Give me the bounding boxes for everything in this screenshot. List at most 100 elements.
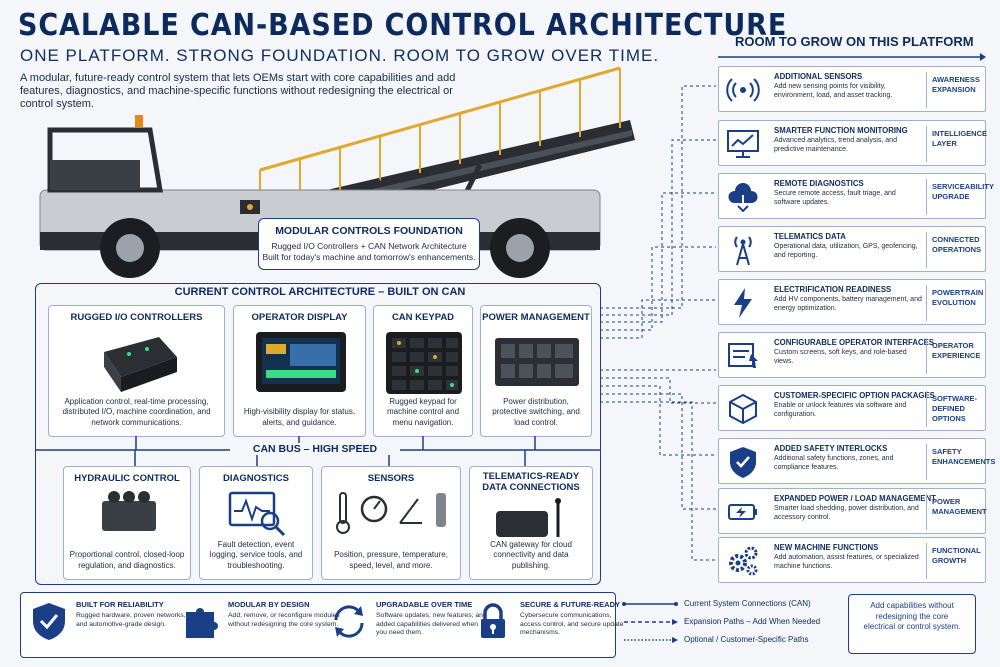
- card-title: HYDRAULIC CONTROL: [74, 473, 180, 484]
- grow-row-remote-diagnostics: REMOTE DIAGNOSTICS Secure remote access,…: [718, 173, 994, 219]
- sensor-waves-icon: [726, 78, 760, 102]
- foundation-line1: Rugged I/O Controllers + CAN Network Arc…: [271, 241, 467, 251]
- gears-icon: [729, 546, 758, 576]
- card-title: RUGGED I/O CONTROLLERS: [70, 312, 203, 323]
- shield-check-icon: [33, 603, 65, 640]
- grow-row-tag: SAFETY ENHANCEMENTS: [932, 447, 996, 466]
- benefit-upgradable: UPGRADABLE OVER TIME Software updates, n…: [324, 598, 487, 658]
- benefit-secure: SECURE & FUTURE-READY Cybersecure commun…: [468, 598, 624, 658]
- card-title: TELEMATICS-READY DATA CONNECTIONS: [482, 471, 580, 493]
- grow-panel-title: ROOM TO GROW ON THIS PLATFORM: [735, 34, 974, 49]
- grow-row-title: TELEMATICS DATA: [774, 232, 846, 241]
- grow-row-smarter-monitoring: SMARTER FUNCTION MONITORING Advanced ana…: [718, 120, 988, 166]
- page-title: SCALABLE CAN-BASED CONTROL ARCHITECTURE: [18, 8, 788, 43]
- card-diagnostics: DIAGNOSTICS Fault detection, event loggi…: [199, 466, 313, 580]
- grow-row-option-packages: CUSTOMER-SPECIFIC OPTION PACKAGES Enable…: [718, 385, 986, 431]
- grow-row-tag: FUNCTIONAL GROWTH: [932, 546, 981, 565]
- card-desc: High-visibility display for status, aler…: [243, 407, 356, 427]
- benefit-modular: MODULAR BY DESIGN Add, remove, or reconf…: [176, 598, 340, 658]
- benefit-desc: Add, remove, or reconfigure modules with…: [228, 612, 340, 628]
- grow-row-tag: SOFTWARE-DEFINED OPTIONS: [932, 394, 977, 423]
- battery-icon: [728, 504, 757, 520]
- card-title: OPERATOR DISPLAY: [251, 312, 348, 323]
- card-sensors: SENSORS Position, pressure, temperature,…: [321, 466, 461, 580]
- card-title: SENSORS: [367, 473, 415, 484]
- intro-paragraph: A modular, future-ready control system t…: [20, 72, 456, 110]
- legend-dashed-label: Expansion Paths – Add When Needed: [684, 617, 821, 626]
- card-title: POWER MANAGEMENT: [482, 312, 590, 323]
- grow-row-operator-interfaces: CONFIGURABLE OPERATOR INTERFACES Custom …: [718, 332, 986, 378]
- grow-row-desc: Enable or unlock features via software a…: [774, 402, 907, 418]
- can-bus-label: CAN BUS – HIGH SPEED: [230, 443, 400, 455]
- diagnostics-monitor-icon: [228, 491, 286, 537]
- expansion-path-lines: [600, 85, 716, 561]
- card-title: CAN KEYPAD: [391, 312, 455, 323]
- card-title: DIAGNOSTICS: [223, 473, 289, 484]
- grow-row-title: ADDED SAFETY INTERLOCKS: [774, 444, 888, 453]
- grow-row-title: EXPANDED POWER / LOAD MANAGEMENT: [774, 494, 936, 503]
- grow-row-title: CUSTOMER-SPECIFIC OPTION PACKAGES: [774, 391, 935, 400]
- hydraulic-valve-icon: [102, 491, 156, 531]
- grow-row-title: ADDITIONAL SENSORS: [774, 72, 863, 81]
- benefit-title: BUILT FOR RELIABILITY: [76, 600, 164, 609]
- grow-row-desc: Operational data, utilization, GPS, geof…: [774, 243, 918, 259]
- legend-dotted-label: Optional / Customer-Specific Paths: [684, 635, 809, 644]
- operator-display-icon: [256, 332, 346, 392]
- foundation-line2: Built for today's machine and tomorrow's…: [262, 252, 476, 262]
- safety-shield-icon: [730, 447, 756, 478]
- card-power-management: POWER MANAGEMENT Power distribution, pro…: [480, 305, 592, 437]
- sensor-set-icon: [336, 492, 446, 534]
- benefit-desc: Rugged hardware, proven networks, and au…: [76, 612, 186, 628]
- refresh-arrows-icon: [334, 605, 364, 638]
- grow-row-tag: CONNECTED OPERATIONS: [932, 235, 982, 254]
- power-module-icon: [495, 338, 579, 386]
- grow-row-desc: Smarter load shedding, power distributio…: [774, 505, 919, 521]
- current-architecture-title: CURRENT CONTROL ARCHITECTURE – BUILT ON …: [150, 286, 490, 298]
- grow-row-desc: Advanced analytics, trend analysis, and …: [774, 137, 897, 153]
- benefit-desc: Software updates, new features, and adde…: [376, 612, 487, 636]
- puzzle-piece-icon: [186, 608, 218, 638]
- cloud-download-icon: [728, 183, 758, 213]
- grow-row-safety-interlocks: ADDED SAFETY INTERLOCKS Additional safet…: [718, 438, 996, 484]
- grow-row-desc: Secure remote access, fault triage, and …: [774, 190, 896, 206]
- card-desc: Fault detection, event logging, service …: [209, 539, 303, 570]
- monitor-chart-icon: [727, 130, 759, 158]
- benefit-title: SECURE & FUTURE-READY: [520, 600, 621, 609]
- card-hydraulic-control: HYDRAULIC CONTROL Proportional control, …: [63, 466, 191, 580]
- card-desc: CAN gateway for cloud connectivity and d…: [490, 539, 572, 570]
- package-cube-icon: [729, 393, 757, 425]
- padlock-icon: [481, 603, 505, 638]
- page-subtitle: ONE PLATFORM. STRONG FOUNDATION. ROOM TO…: [20, 46, 660, 65]
- grow-row-title: REMOTE DIAGNOSTICS: [774, 179, 864, 188]
- grow-row-tag: AWARENESS EXPANSION: [932, 75, 980, 94]
- card-desc: Proportional control, closed-loop regula…: [69, 550, 185, 570]
- lightning-bolt-icon: [734, 288, 752, 318]
- benefit-desc: Cybersecure communications, access contr…: [520, 612, 624, 636]
- card-telematics-ready: TELEMATICS-READY DATA CONNECTIONS CAN ga…: [469, 466, 593, 580]
- grow-row-title: CONFIGURABLE OPERATOR INTERFACES: [774, 338, 934, 347]
- grow-row-desc: Add new sensing points for visibility, e…: [774, 83, 893, 99]
- card-rugged-io-controllers: RUGGED I/O CONTROLLERS Application contr…: [48, 305, 225, 437]
- legend-solid-label: Current System Connections (CAN): [684, 599, 811, 608]
- grow-title-arrow: [718, 53, 986, 61]
- grow-row-machine-functions: NEW MACHINE FUNCTIONS Add automation, as…: [718, 537, 986, 583]
- grow-row-telematics-data: TELEMATICS DATA Operational data, utiliz…: [718, 226, 986, 272]
- modular-controls-foundation: MODULAR CONTROLS FOUNDATION Rugged I/O C…: [258, 218, 480, 270]
- card-desc: Position, pressure, temperature, speed, …: [334, 550, 448, 570]
- benefit-title: UPGRADABLE OVER TIME: [376, 600, 473, 609]
- card-desc: Application control, real-time processin…: [62, 396, 211, 427]
- grow-row-desc: Add HV components, battery management, a…: [774, 296, 922, 312]
- grow-row-title: NEW MACHINE FUNCTIONS: [774, 543, 879, 552]
- can-gateway-icon: [496, 498, 561, 537]
- grow-row-tag: SERVICEABILITY UPGRADE: [932, 182, 994, 201]
- foundation-title: MODULAR CONTROLS FOUNDATION: [275, 225, 463, 237]
- grow-row-desc: Custom screens, soft keys, and role-base…: [774, 349, 907, 365]
- current-architecture-panel: [35, 283, 601, 585]
- benefit-reliability: BUILT FOR RELIABILITY Rugged hardware, p…: [24, 598, 186, 658]
- operator-interface-icon: [728, 343, 758, 368]
- grow-row-tag: POWERTRAIN EVOLUTION: [932, 288, 984, 307]
- benefits-strip: [20, 592, 616, 658]
- grow-row-tag: INTELLIGENCE LAYER: [932, 129, 988, 148]
- grow-row-desc: Additional safety functions, zones, and …: [774, 455, 894, 471]
- grow-row-title: ELECTRIFICATION READINESS: [774, 285, 892, 294]
